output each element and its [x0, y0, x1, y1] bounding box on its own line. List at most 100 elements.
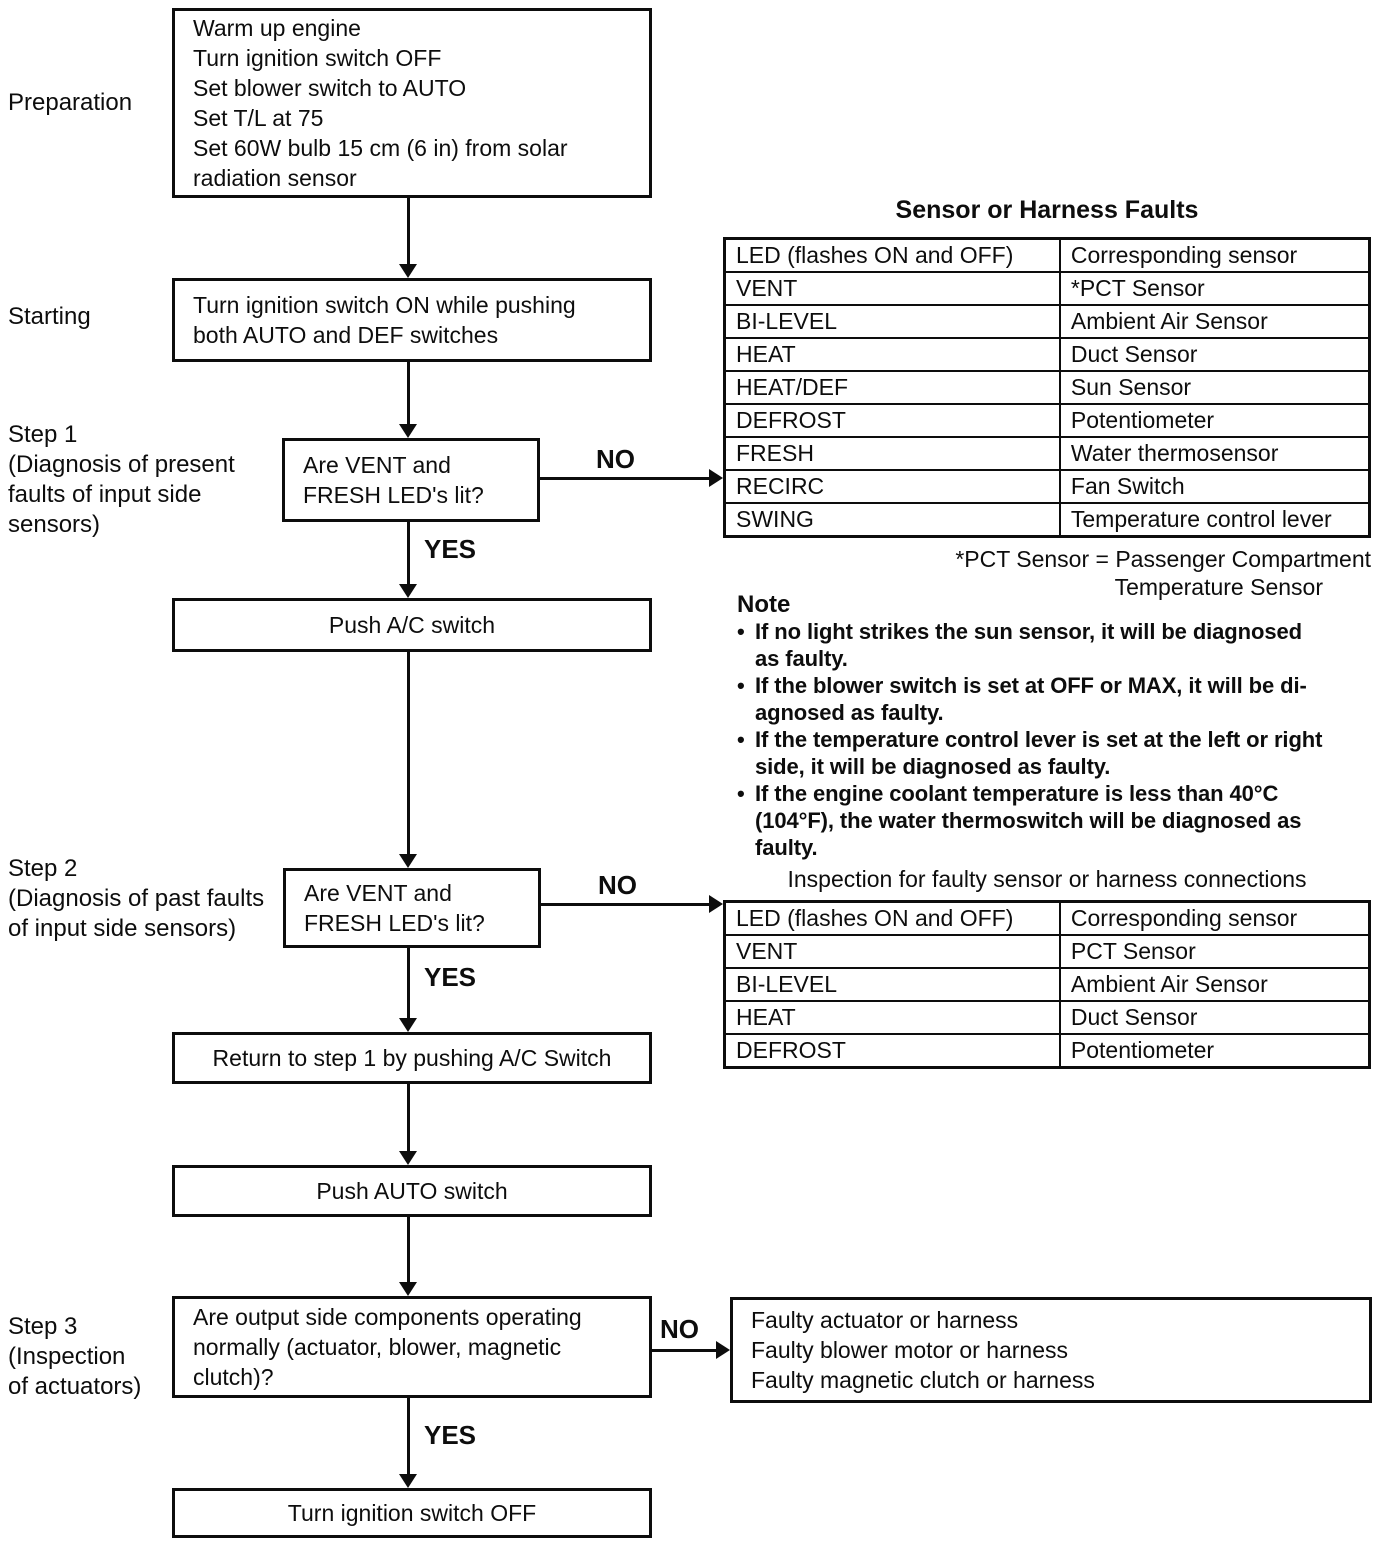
sensor-cell: Potentiometer — [1058, 1033, 1371, 1069]
sensor-cell: Ambient Air Sensor — [1058, 967, 1371, 1002]
connector-return-to-pushauto — [407, 1084, 410, 1152]
led-cell: SWING — [723, 502, 1061, 538]
pct-sensor-footnote: *PCT Sensor = Passenger Compartment Temp… — [723, 545, 1371, 601]
led-cell: DEFROST — [723, 1033, 1061, 1069]
led-cell: BI-LEVEL — [723, 304, 1061, 339]
header-led: LED (flashes ON and OFF) — [723, 900, 1061, 936]
bullet-icon: • — [737, 727, 745, 752]
note-section: Note • If no light strikes the sun senso… — [737, 592, 1389, 861]
phase-label-preparation: Preparation — [8, 89, 133, 116]
push-auto-switch-box: Push AUTO switch — [172, 1165, 652, 1217]
led-cell: RECIRC — [723, 469, 1061, 504]
phase-label-starting: Starting — [8, 303, 91, 330]
arrowhead-down-icon — [399, 854, 417, 868]
table-row: DEFROST Potentiometer — [723, 1033, 1371, 1069]
turn-ignition-off-box: Turn ignition switch OFF — [172, 1488, 652, 1538]
table-row: DEFROST Potentiometer — [723, 403, 1371, 438]
footnote-line1: *PCT Sensor = Passenger Compartment — [955, 546, 1371, 572]
connector-step2-no — [541, 903, 710, 906]
bullet-icon: • — [737, 673, 745, 698]
note-bullet: • If the temperature control lever is se… — [737, 726, 1389, 780]
return-step1-box: Return to step 1 by pushing A/C Switch — [172, 1032, 652, 1084]
sensor-faults-table: LED (flashes ON and OFF) Corresponding s… — [723, 237, 1371, 538]
note-bullet: • If no light strikes the sun sensor, it… — [737, 618, 1389, 672]
table-row: FRESH Water thermosensor — [723, 436, 1371, 471]
table-row: SWING Temperature control lever — [723, 502, 1371, 538]
led-cell: HEAT — [723, 1000, 1061, 1035]
decision-step3-box: Are output side components operating nor… — [172, 1296, 652, 1398]
connector-step3-yes — [407, 1398, 410, 1475]
arrowhead-down-icon — [399, 264, 417, 278]
note-bullet: • If the blower switch is set at OFF or … — [737, 672, 1389, 726]
sensor-cell: Ambient Air Sensor — [1058, 304, 1371, 339]
table-row: BI-LEVEL Ambient Air Sensor — [723, 304, 1371, 339]
inspection-table-title: Inspection for faulty sensor or harness … — [787, 866, 1307, 892]
connector-pushauto-to-step3 — [407, 1217, 410, 1283]
edge-label-yes: YES — [424, 534, 477, 564]
decision-step1-box: Are VENT and FRESH LED's lit? — [282, 438, 540, 522]
bullet-icon: • — [737, 781, 745, 806]
connector-prep-to-start — [407, 198, 410, 266]
led-cell: HEAT/DEF — [723, 370, 1061, 405]
connector-step1-yes — [407, 522, 410, 585]
arrowhead-down-icon — [399, 584, 417, 598]
led-cell: FRESH — [723, 436, 1061, 471]
push-ac-switch-box: Push A/C switch — [172, 598, 652, 652]
note-bullet: • If the engine coolant temperature is l… — [737, 780, 1389, 861]
footnote-line2: Temperature Sensor — [1114, 574, 1323, 600]
starting-box: Turn ignition switch ON while pushing bo… — [172, 278, 652, 362]
sensor-cell: *PCT Sensor — [1058, 271, 1371, 306]
note-bullet-text: If the temperature control lever is set … — [755, 727, 1323, 779]
table-row: BI-LEVEL Ambient Air Sensor — [723, 967, 1371, 1002]
inspection-table: LED (flashes ON and OFF) Corresponding s… — [723, 900, 1371, 1069]
table-row: VENT *PCT Sensor — [723, 271, 1371, 306]
led-cell: VENT — [723, 271, 1061, 306]
arrowhead-down-icon — [399, 1018, 417, 1032]
led-cell: BI-LEVEL — [723, 967, 1061, 1002]
led-cell: VENT — [723, 934, 1061, 969]
header-sensor: Corresponding sensor — [1058, 900, 1371, 936]
header-sensor: Corresponding sensor — [1058, 237, 1371, 273]
bullet-icon: • — [737, 619, 745, 644]
table-row: HEAT/DEF Sun Sensor — [723, 370, 1371, 405]
table-row: HEAT Duct Sensor — [723, 337, 1371, 372]
edge-label-yes: YES — [424, 1420, 477, 1450]
sensor-faults-table-title: Sensor or Harness Faults — [895, 196, 1199, 224]
sensor-cell: Temperature control lever — [1058, 502, 1371, 538]
sensor-cell: Fan Switch — [1058, 469, 1371, 504]
phase-label-step3: Step 3 (Inspection of actuators) — [8, 1313, 142, 1400]
edge-label-no: NO — [660, 1314, 699, 1344]
note-heading: Note — [737, 591, 791, 618]
decision-step2-box: Are VENT and FRESH LED's lit? — [283, 868, 541, 948]
arrowhead-down-icon — [399, 1151, 417, 1165]
note-bullet-text: If the engine coolant temperature is les… — [755, 781, 1302, 860]
table-row: VENT PCT Sensor — [723, 934, 1371, 969]
table-header-row: LED (flashes ON and OFF) Corresponding s… — [723, 237, 1371, 273]
sensor-cell: Duct Sensor — [1058, 1000, 1371, 1035]
phase-label-step1: Step 1 (Diagnosis of present faults of i… — [8, 421, 235, 538]
sensor-cell: PCT Sensor — [1058, 934, 1371, 969]
sensor-cell: Water thermosensor — [1058, 436, 1371, 471]
arrowhead-right-icon — [709, 895, 723, 913]
header-led: LED (flashes ON and OFF) — [723, 237, 1061, 273]
connector-pushac-to-step2 — [407, 652, 410, 855]
arrowhead-down-icon — [399, 1282, 417, 1296]
note-bullet-text: If the blower switch is set at OFF or MA… — [755, 673, 1307, 725]
edge-label-no: NO — [596, 444, 635, 474]
connector-step2-yes — [407, 948, 410, 1019]
connector-start-to-step1 — [407, 362, 410, 425]
sensor-cell: Sun Sensor — [1058, 370, 1371, 405]
arrowhead-down-icon — [399, 1474, 417, 1488]
arrowhead-right-icon — [716, 1341, 730, 1359]
table-row: RECIRC Fan Switch — [723, 469, 1371, 504]
table-header-row: LED (flashes ON and OFF) Corresponding s… — [723, 900, 1371, 936]
led-cell: DEFROST — [723, 403, 1061, 438]
connector-step1-no — [540, 477, 710, 480]
table-row: HEAT Duct Sensor — [723, 1000, 1371, 1035]
edge-label-yes: YES — [424, 962, 477, 992]
edge-label-no: NO — [598, 870, 637, 900]
phase-label-step2: Step 2 (Diagnosis of past faults of inpu… — [8, 855, 265, 942]
arrowhead-right-icon — [709, 469, 723, 487]
sensor-cell: Potentiometer — [1058, 403, 1371, 438]
